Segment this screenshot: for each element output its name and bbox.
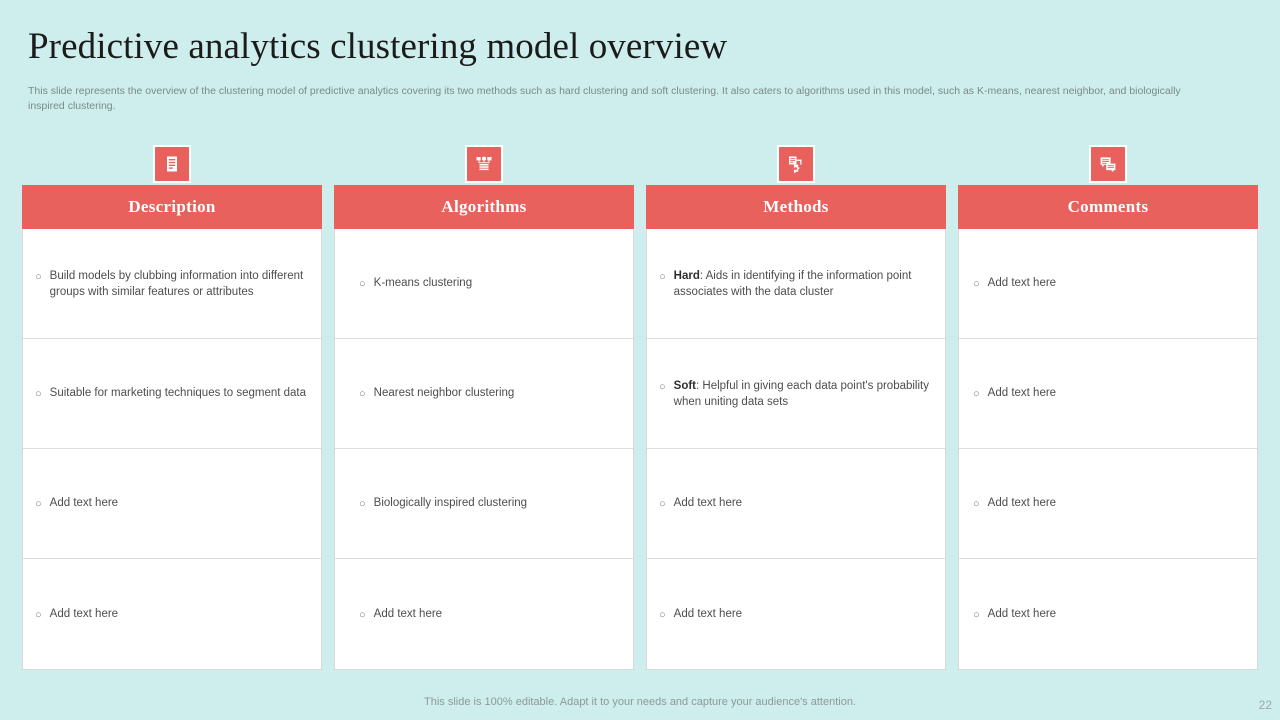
table-cell[interactable]: ○ Build models by clubbing information i… bbox=[23, 229, 321, 339]
bullet-icon: ○ bbox=[659, 498, 666, 510]
bullet-icon: ○ bbox=[359, 278, 366, 290]
bullet-icon: ○ bbox=[35, 608, 42, 621]
bullet-icon: ○ bbox=[359, 608, 366, 621]
comparison-table: Description ○ Build models by clubbing i… bbox=[22, 145, 1258, 670]
column-header-description: Description bbox=[22, 185, 322, 229]
table-cell[interactable]: ○ Add text here bbox=[959, 559, 1257, 669]
bullet-icon: ○ bbox=[659, 608, 666, 621]
table-cell[interactable]: ○ Add text here bbox=[959, 339, 1257, 449]
cell-text: Add text here bbox=[987, 277, 1057, 289]
cell-text-rest: : Helpful in giving each data point's pr… bbox=[673, 379, 929, 408]
cell-text-rest: : Aids in identifying if the information… bbox=[673, 269, 912, 298]
cell-text: Add text here bbox=[49, 497, 119, 509]
table-cell[interactable]: ○ Suitable for marketing techniques to s… bbox=[23, 339, 321, 449]
column-header-methods: Methods bbox=[646, 185, 946, 229]
cell-text: Add text here bbox=[673, 497, 743, 509]
column-body-methods: ○ Hard: Aids in identifying if the infor… bbox=[646, 229, 946, 670]
bullet-icon: ○ bbox=[973, 608, 980, 621]
bullet-icon: ○ bbox=[973, 498, 980, 510]
bullet-icon: ○ bbox=[359, 498, 366, 510]
table-cell[interactable]: ○ Soft: Helpful in giving each data poin… bbox=[647, 339, 945, 449]
cell-text: K-means clustering bbox=[373, 277, 473, 289]
cell-text: Nearest neighbor clustering bbox=[373, 387, 515, 399]
bullet-icon: ○ bbox=[973, 278, 980, 290]
cell-text: Add text here bbox=[987, 497, 1057, 509]
cell-text: Suitable for marketing techniques to seg… bbox=[49, 387, 307, 399]
page-number: 22 bbox=[1258, 698, 1272, 712]
column-body-description: ○ Build models by clubbing information i… bbox=[22, 229, 322, 670]
table-cell[interactable]: ○ K-means clustering bbox=[335, 229, 633, 339]
document-lines-icon bbox=[153, 145, 191, 183]
cell-text: Add text here bbox=[49, 607, 119, 620]
cell-text-bold: Soft bbox=[673, 379, 697, 392]
bullet-icon: ○ bbox=[35, 270, 42, 283]
cell-text-bold: Hard bbox=[673, 269, 700, 282]
cell-text: Biologically inspired clustering bbox=[373, 497, 528, 509]
cell-text: Add text here bbox=[373, 607, 443, 620]
bullet-icon: ○ bbox=[35, 388, 42, 400]
bullet-icon: ○ bbox=[659, 270, 666, 283]
cell-text: Hard: Aids in identifying if the informa… bbox=[674, 268, 931, 300]
bullet-icon: ○ bbox=[973, 388, 980, 400]
table-cell[interactable]: ○ Add text here bbox=[23, 559, 321, 669]
table-cell[interactable]: ○ Add text here bbox=[335, 559, 633, 669]
footer-note: This slide is 100% editable. Adapt it to… bbox=[424, 696, 856, 708]
bullet-icon: ○ bbox=[359, 388, 366, 400]
cell-text: Add text here bbox=[987, 387, 1057, 399]
slide-subtitle: This slide represents the overview of th… bbox=[28, 85, 1181, 112]
cell-text: Build models by clubbing information int… bbox=[49, 269, 304, 298]
table-cell[interactable]: ○ Add text here bbox=[959, 449, 1257, 559]
cell-text: Add text here bbox=[673, 607, 743, 620]
speech-bubbles-icon bbox=[1089, 145, 1127, 183]
table-column-methods: Methods ○ Hard: Aids in identifying if t… bbox=[646, 145, 946, 670]
document-gear-icon bbox=[777, 145, 815, 183]
table-column-algorithms: Algorithms ○ K-means clustering ○ Neares… bbox=[334, 145, 634, 670]
column-header-algorithms: Algorithms bbox=[334, 185, 634, 229]
table-column-description: Description ○ Build models by clubbing i… bbox=[22, 145, 322, 670]
bullet-icon: ○ bbox=[35, 498, 42, 510]
cell-text: Add text here bbox=[987, 607, 1057, 620]
cell-text: Soft: Helpful in giving each data point'… bbox=[674, 378, 931, 410]
column-body-comments: ○ Add text here ○ Add text here ○ Add te… bbox=[958, 229, 1258, 670]
table-column-comments: Comments ○ Add text here ○ Add text here bbox=[958, 145, 1258, 670]
table-cell[interactable]: ○ Nearest neighbor clustering bbox=[335, 339, 633, 449]
table-cell[interactable]: ○ Biologically inspired clustering bbox=[335, 449, 633, 559]
table-cell[interactable]: ○ Add text here bbox=[647, 559, 945, 669]
column-body-algorithms: ○ K-means clustering ○ Nearest neighbor … bbox=[334, 229, 634, 670]
table-cell[interactable]: ○ Hard: Aids in identifying if the infor… bbox=[647, 229, 945, 339]
table-cell[interactable]: ○ Add text here bbox=[23, 449, 321, 559]
column-header-comments: Comments bbox=[958, 185, 1258, 229]
table-cell[interactable]: ○ Add text here bbox=[647, 449, 945, 559]
table-cell[interactable]: ○ Add text here bbox=[959, 229, 1257, 339]
flowchart-icon bbox=[465, 145, 503, 183]
bullet-icon: ○ bbox=[659, 380, 666, 393]
page-title: Predictive analytics clustering model ov… bbox=[28, 26, 728, 67]
